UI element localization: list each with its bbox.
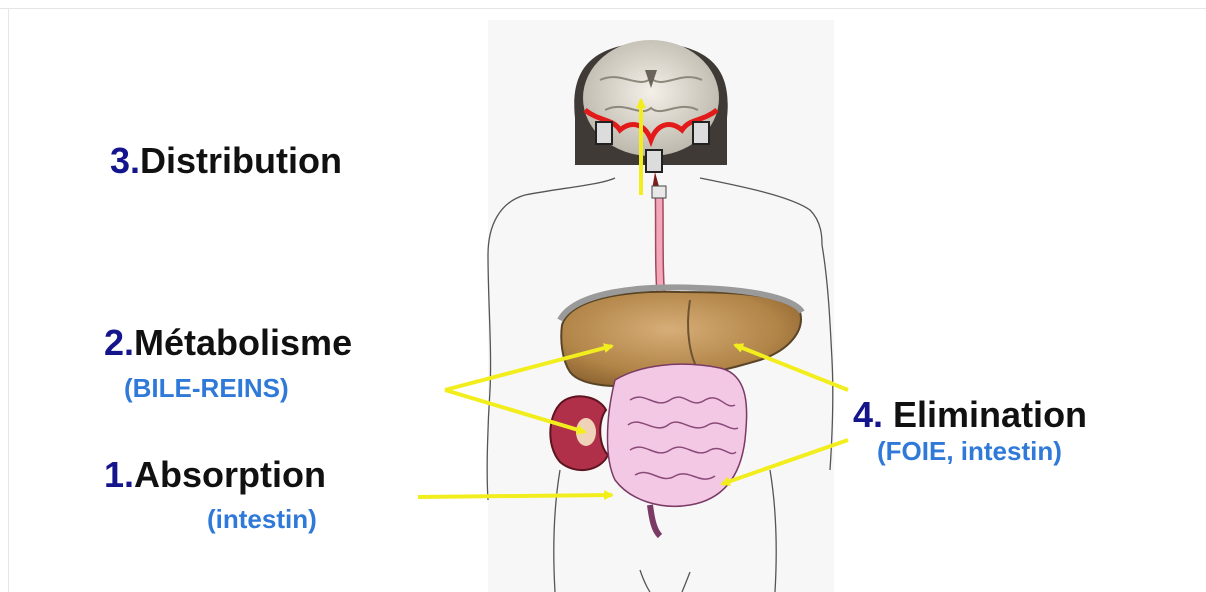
kidney	[550, 396, 608, 470]
label-distribution-text: Distribution	[140, 140, 342, 181]
label-elimination: 4. Elimination	[853, 394, 1087, 436]
label-metabolisme: 2.Métabolisme	[104, 322, 352, 364]
label-metabolisme-sub: (BILE-REINS)	[124, 373, 289, 404]
label-distribution-number: 3.	[110, 140, 140, 181]
label-elimination-number: 4.	[853, 394, 883, 435]
label-absorption-sub: (intestin)	[207, 504, 317, 535]
label-metabolisme-text: Métabolisme	[134, 322, 352, 363]
arrow-absorption	[418, 495, 612, 497]
label-absorption-text: Absorption	[134, 454, 326, 495]
label-absorption-number: 1.	[104, 454, 134, 495]
label-elimination-text: Elimination	[883, 394, 1087, 435]
trachea-rings	[652, 186, 666, 198]
label-absorption: 1.Absorption	[104, 454, 326, 496]
label-distribution: 3.Distribution	[110, 140, 342, 182]
label-metabolisme-number: 2.	[104, 322, 134, 363]
label-elimination-sub: (FOIE, intestin)	[877, 436, 1062, 467]
